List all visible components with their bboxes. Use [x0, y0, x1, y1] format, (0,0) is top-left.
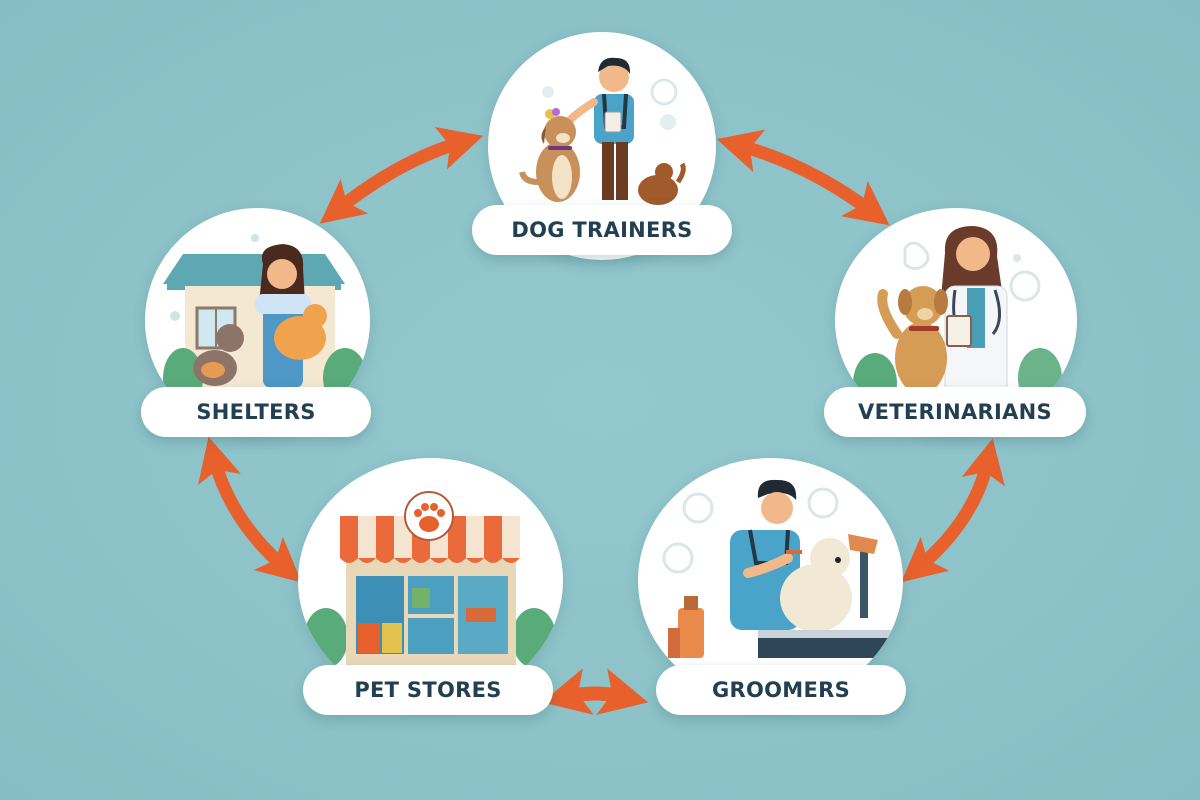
- pet-stores-label: PET STORES: [303, 665, 553, 715]
- arrow-shelters-pet-stores: [198, 436, 302, 583]
- arrow-pet-stores-groomers: [541, 668, 649, 715]
- groomers-label: GROOMERS: [656, 665, 906, 715]
- shelters-label: SHELTERS: [141, 387, 371, 437]
- pet-stores-illustration: [298, 458, 563, 703]
- groomers-illustration: [638, 458, 903, 703]
- trainer-with-dogs-icon: [519, 57, 686, 205]
- arrow-veterinarians-groomers: [901, 438, 1005, 583]
- groomer-with-dog-icon: [662, 479, 900, 658]
- vet-with-dog-icon: [853, 226, 1062, 413]
- paw-icon: [414, 503, 445, 532]
- veterinarians-label: VETERINARIANS: [824, 387, 1086, 437]
- dog-trainers-label: DOG TRAINERS: [472, 205, 732, 255]
- arrow-dog-trainers-veterinarians: [716, 129, 890, 226]
- storefront-with-paw-icon: [304, 491, 556, 668]
- arrow-shelters-dog-trainers: [319, 126, 484, 224]
